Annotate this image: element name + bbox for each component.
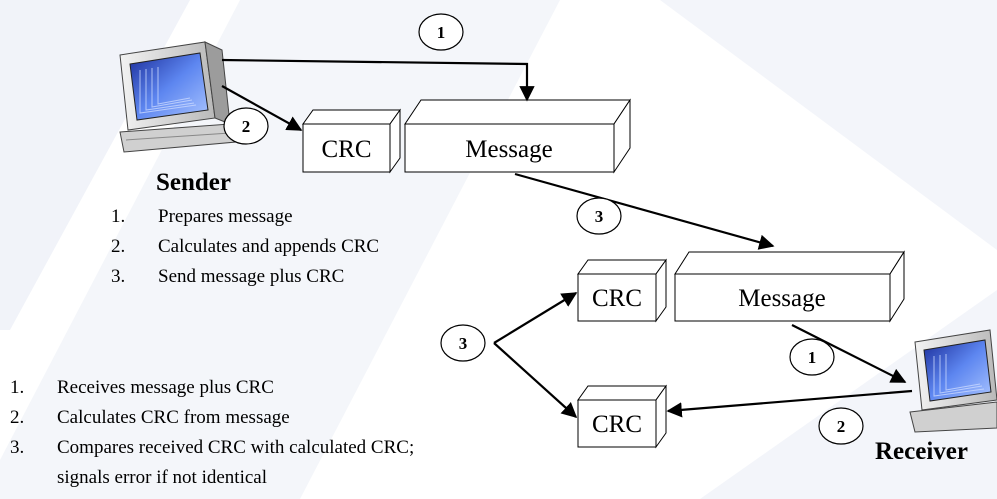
step-marker-receiver-2: 2 bbox=[818, 407, 864, 445]
step-marker-transmit-3: 3 bbox=[576, 197, 622, 235]
sender-message-box: Message bbox=[404, 98, 631, 174]
sender-message-label: Message bbox=[465, 136, 552, 163]
receiver-step-number-1: 1. bbox=[10, 377, 24, 398]
sender-step2-arrow bbox=[221, 85, 303, 131]
sender-title: Sender bbox=[156, 169, 231, 196]
receiver-step-2: Calculates CRC from message bbox=[57, 407, 290, 428]
received-crc-label: CRC bbox=[592, 285, 642, 312]
sender-step-1: Prepares message bbox=[158, 206, 293, 227]
received-message-box: Message bbox=[674, 250, 905, 323]
calculated-crc-label: CRC bbox=[592, 411, 642, 438]
sender-step-number-2: 2. bbox=[111, 236, 125, 257]
sender-step-2: Calculates and appends CRC bbox=[158, 236, 379, 257]
sender-step-number-1: 1. bbox=[111, 206, 125, 227]
receiver-step3-arrow-down bbox=[493, 342, 578, 419]
transmit-step3-arrow bbox=[514, 172, 775, 250]
receiver-computer-icon bbox=[909, 329, 997, 433]
receiver-step2-arrow bbox=[666, 389, 913, 418]
svg-text:2: 2 bbox=[242, 117, 251, 136]
svg-text:1: 1 bbox=[437, 23, 446, 42]
receiver-step-number-3: 3. bbox=[10, 437, 24, 458]
receiver-step-3-continued: signals error if not identical bbox=[57, 467, 267, 488]
step-marker-sender-1: 1 bbox=[418, 13, 464, 51]
step-marker-receiver-1: 1 bbox=[789, 338, 835, 376]
receiver-title: Receiver bbox=[875, 438, 968, 465]
receiver-steps-list: 1. Receives message plus CRC 2. Calculat… bbox=[10, 377, 414, 488]
sender-step1-arrow bbox=[221, 58, 535, 102]
sender-computer-icon bbox=[119, 41, 237, 153]
receiver-step-3: Compares received CRC with calculated CR… bbox=[57, 437, 414, 458]
sender-step-3: Send message plus CRC bbox=[158, 266, 344, 287]
calculated-crc-box: CRC bbox=[577, 384, 667, 449]
sender-steps-list: 1. Prepares message 2. Calculates and ap… bbox=[111, 206, 379, 287]
received-message-label: Message bbox=[738, 285, 825, 312]
receiver-step3-arrow-up bbox=[493, 292, 578, 344]
receiver-step-1: Receives message plus CRC bbox=[57, 377, 274, 398]
step-marker-receiver-3: 3 bbox=[440, 324, 486, 362]
receiver-step-number-2: 2. bbox=[10, 407, 24, 428]
receiver-step1-arrow bbox=[791, 324, 907, 383]
sender-step-number-3: 3. bbox=[111, 266, 125, 287]
sender-crc-label: CRC bbox=[321, 136, 371, 163]
svg-text:3: 3 bbox=[459, 334, 468, 353]
step-marker-sender-2: 2 bbox=[223, 107, 269, 145]
svg-text:1: 1 bbox=[808, 348, 817, 367]
received-crc-box: CRC bbox=[577, 258, 667, 323]
svg-text:2: 2 bbox=[837, 417, 846, 436]
sender-crc-box: CRC bbox=[302, 108, 401, 174]
svg-text:3: 3 bbox=[595, 207, 604, 226]
